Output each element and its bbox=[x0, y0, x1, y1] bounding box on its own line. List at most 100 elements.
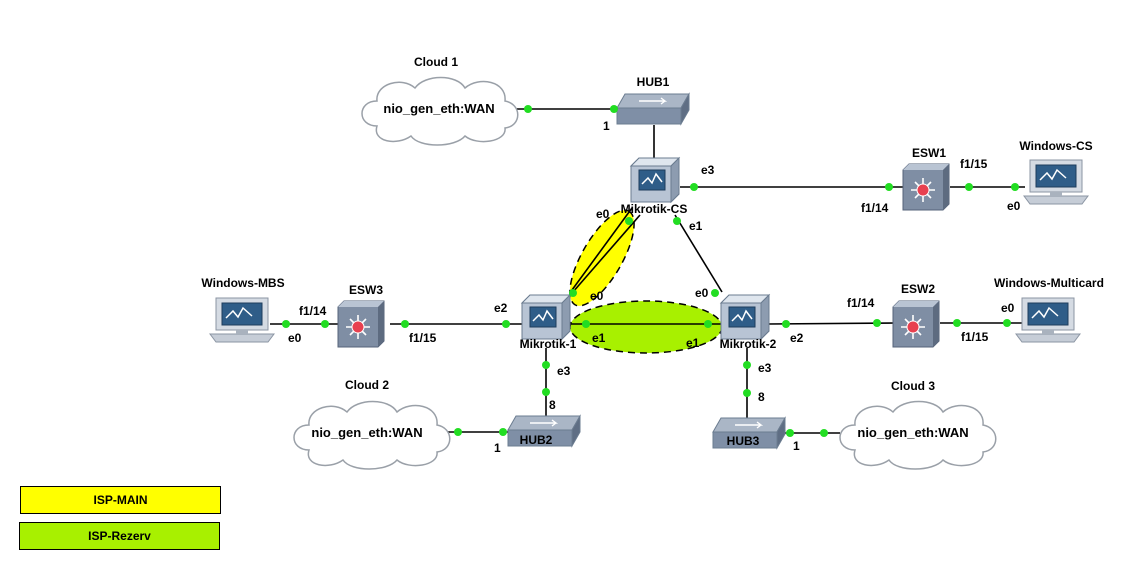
port-label: f1/14 bbox=[847, 296, 875, 310]
cloud-3[interactable]: nio_gen_eth:WAN bbox=[839, 400, 997, 470]
port-label: f1/14 bbox=[299, 304, 327, 318]
cloud-2-label: Cloud 2 bbox=[345, 378, 389, 392]
hub2-label: HUB2 bbox=[520, 433, 553, 447]
port-dot bbox=[1011, 183, 1019, 191]
port-label: e0 bbox=[695, 286, 709, 300]
port-dot bbox=[610, 105, 618, 113]
port-dot bbox=[743, 361, 751, 369]
cloud-2-interface: nio_gen_eth:WAN bbox=[311, 425, 422, 440]
windows-cs[interactable] bbox=[1023, 159, 1089, 205]
esw3[interactable] bbox=[337, 300, 385, 348]
port-label: e3 bbox=[701, 163, 715, 177]
port-dot bbox=[582, 320, 590, 328]
port-label: e3 bbox=[557, 364, 571, 378]
port-label: e0 bbox=[596, 207, 610, 221]
workstation-icon bbox=[209, 297, 275, 343]
port-dots bbox=[282, 105, 1019, 437]
port-label: 1 bbox=[494, 441, 501, 455]
windows-mbs[interactable] bbox=[209, 297, 275, 343]
windows-cs-label: Windows-CS bbox=[1019, 139, 1092, 153]
port-dot bbox=[965, 183, 973, 191]
cloud-3-interface: nio_gen_eth:WAN bbox=[857, 425, 968, 440]
port-dot bbox=[401, 320, 409, 328]
multilayer-switch-icon bbox=[892, 300, 940, 348]
link-cs-mikrotik-1-b[interactable] bbox=[571, 207, 633, 291]
port-label: 1 bbox=[793, 439, 800, 453]
port-label: f1/15 bbox=[960, 157, 988, 171]
workstation-icon bbox=[1015, 297, 1081, 343]
esw2-label: ESW2 bbox=[901, 282, 935, 296]
hub1[interactable] bbox=[616, 93, 690, 125]
port-label: e0 bbox=[1007, 199, 1021, 213]
hub3-label: HUB3 bbox=[727, 434, 760, 448]
link-cs-mikrotik-2[interactable] bbox=[674, 214, 723, 293]
port-dot bbox=[782, 320, 790, 328]
port-label: e0 bbox=[590, 289, 604, 303]
port-dot bbox=[542, 361, 550, 369]
port-label: e2 bbox=[790, 331, 804, 345]
port-label: e1 bbox=[689, 219, 703, 233]
port-dot bbox=[502, 320, 510, 328]
mikrotik-cs-label: Mikrotik-CS bbox=[621, 202, 688, 216]
cloud-1[interactable]: nio_gen_eth:WAN bbox=[361, 76, 519, 146]
port-dot bbox=[321, 320, 329, 328]
legend-isp-rezerv-label: ISP-Rezerv bbox=[88, 529, 151, 543]
router-icon bbox=[720, 294, 770, 340]
port-label: 8 bbox=[758, 390, 765, 404]
router-icon bbox=[521, 294, 571, 340]
port-dot bbox=[282, 320, 290, 328]
port-dot bbox=[569, 289, 577, 297]
cloud-2[interactable]: nio_gen_eth:WAN bbox=[293, 400, 451, 470]
port-dot bbox=[625, 217, 633, 225]
port-dot bbox=[953, 319, 961, 327]
hub1-label: HUB1 bbox=[637, 75, 670, 89]
link-cs-mikrotik-1[interactable] bbox=[565, 214, 641, 301]
windows-multicard[interactable] bbox=[1015, 297, 1081, 343]
port-dot bbox=[820, 429, 828, 437]
mikrotik-1-label: Mikrotik-1 bbox=[520, 337, 577, 351]
port-label: e1 bbox=[592, 331, 606, 345]
port-dot bbox=[673, 217, 681, 225]
legend-isp-main-label: ISP-MAIN bbox=[93, 493, 148, 507]
windows-multicard-label: Windows-Multicard bbox=[994, 276, 1104, 290]
esw1-label: ESW1 bbox=[912, 146, 946, 160]
windows-mbs-label: Windows-MBS bbox=[201, 276, 284, 290]
mikrotik-1[interactable] bbox=[521, 294, 571, 340]
port-dot bbox=[873, 319, 881, 327]
cloud-1-label: Cloud 1 bbox=[414, 55, 458, 69]
port-label: 8 bbox=[549, 398, 556, 412]
port-dot bbox=[499, 428, 507, 436]
port-dot bbox=[786, 429, 794, 437]
esw2[interactable] bbox=[892, 300, 940, 348]
port-dot bbox=[711, 289, 719, 297]
port-label: e1 bbox=[686, 336, 700, 350]
esw3-label: ESW3 bbox=[349, 283, 383, 297]
port-label: 1 bbox=[603, 119, 610, 133]
port-label: f1/15 bbox=[961, 330, 989, 344]
legend-isp-main: ISP-MAIN bbox=[20, 486, 221, 514]
esw1[interactable] bbox=[902, 163, 950, 211]
cloud-3-label: Cloud 3 bbox=[891, 379, 935, 393]
port-dot bbox=[743, 389, 751, 397]
port-dot bbox=[885, 183, 893, 191]
multilayer-switch-icon bbox=[902, 163, 950, 211]
mikrotik-2[interactable] bbox=[720, 294, 770, 340]
legend-isp-rezerv: ISP-Rezerv bbox=[19, 522, 220, 550]
port-dot bbox=[704, 320, 712, 328]
port-dot bbox=[690, 183, 698, 191]
port-dot bbox=[542, 388, 550, 396]
port-label: f1/14 bbox=[861, 201, 889, 215]
port-label: e3 bbox=[758, 361, 772, 375]
port-label: e0 bbox=[1001, 301, 1015, 315]
mikrotik-2-label: Mikrotik-2 bbox=[720, 337, 777, 351]
workstation-icon bbox=[1023, 159, 1089, 205]
port-dot bbox=[524, 105, 532, 113]
mikrotik-cs[interactable] bbox=[630, 157, 680, 203]
port-label: e2 bbox=[494, 301, 508, 315]
port-label: f1/15 bbox=[409, 331, 437, 345]
multilayer-switch-icon bbox=[337, 300, 385, 348]
hub-icon bbox=[616, 93, 690, 125]
port-dot bbox=[454, 428, 462, 436]
port-dot bbox=[1003, 319, 1011, 327]
